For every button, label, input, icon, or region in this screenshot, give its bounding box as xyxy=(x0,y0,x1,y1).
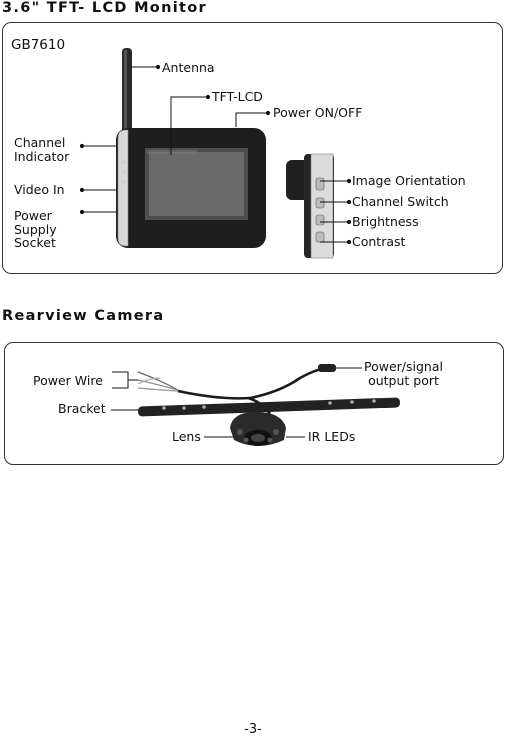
page-number: -3- xyxy=(0,722,506,737)
bracket-label: Bracket xyxy=(58,402,106,416)
camera-head-graphic xyxy=(230,412,286,446)
ir-leds-label: IR LEDs xyxy=(308,430,355,444)
output-port-graphic xyxy=(318,364,336,372)
lens-label: Lens xyxy=(172,430,201,444)
power-wire-graphic xyxy=(138,372,178,391)
cable-graphic xyxy=(178,368,330,398)
power-wire-label: Power Wire xyxy=(33,374,103,388)
power-signal-port-label: Power/signal output port xyxy=(364,360,443,387)
